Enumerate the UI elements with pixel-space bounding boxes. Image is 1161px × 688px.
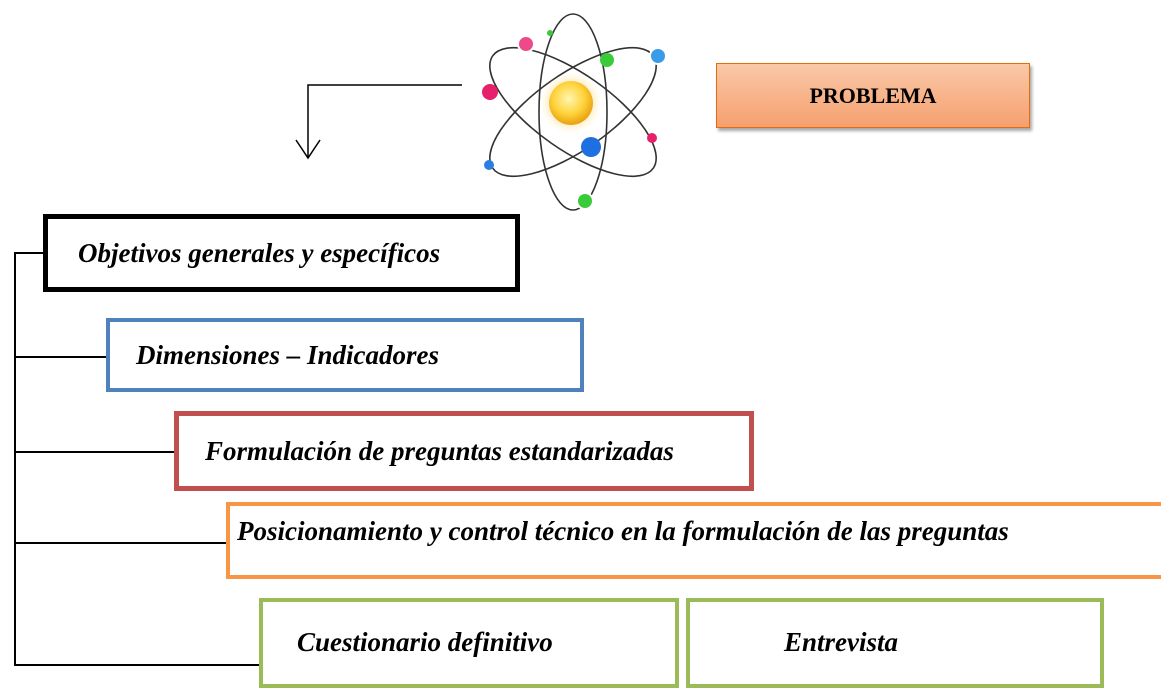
step-label-objetivos: Objetivos generales y específicos bbox=[78, 237, 441, 268]
step-label-entrevista: Entrevista bbox=[784, 627, 899, 657]
step-box-entrevista: Entrevista bbox=[686, 598, 1104, 688]
step-box-posicionamiento: Posicionamiento y control técnico en la … bbox=[226, 502, 1161, 579]
connector-posicionamiento bbox=[14, 542, 227, 544]
arrow-down-icon bbox=[295, 84, 462, 160]
step-box-dimensiones: Dimensiones – Indicadores bbox=[106, 318, 584, 392]
electron-red-small bbox=[647, 133, 657, 143]
step-label-dimensiones: Dimensiones – Indicadores bbox=[136, 339, 440, 370]
step-label-formulacion: Formulación de preguntas estandarizadas bbox=[205, 435, 674, 466]
connector-cuestionario bbox=[14, 664, 260, 666]
electron-blue-light bbox=[649, 47, 667, 65]
connector-objetivos bbox=[14, 252, 44, 254]
step-label-posicionamiento: Posicionamiento y control técnico en la … bbox=[237, 516, 1009, 546]
problem-box: PROBLEMA bbox=[716, 63, 1030, 128]
nucleus bbox=[549, 81, 593, 125]
electron-green bbox=[600, 53, 614, 67]
step-box-objetivos: Objetivos generales y específicos bbox=[43, 214, 520, 292]
orbit-3 bbox=[538, 13, 608, 211]
electron-blue-small bbox=[484, 160, 494, 170]
electron-pink bbox=[517, 35, 535, 53]
problem-label: PROBLEMA bbox=[809, 82, 937, 108]
connector-formulacion bbox=[14, 451, 175, 453]
orbit-2 bbox=[489, 46, 657, 178]
electron-blue bbox=[581, 137, 601, 157]
electron-magenta bbox=[482, 84, 498, 100]
connector-dimensiones bbox=[14, 356, 107, 358]
electron-green-bottom bbox=[576, 192, 594, 210]
step-box-cuestionario: Cuestionario definitivo bbox=[259, 598, 679, 688]
electron-green-tiny bbox=[547, 30, 553, 36]
step-box-formulacion: Formulación de preguntas estandarizadas bbox=[174, 411, 754, 491]
atom-icon bbox=[482, 13, 667, 211]
step-label-cuestionario: Cuestionario definitivo bbox=[297, 627, 553, 657]
connector-vertical bbox=[14, 252, 16, 665]
